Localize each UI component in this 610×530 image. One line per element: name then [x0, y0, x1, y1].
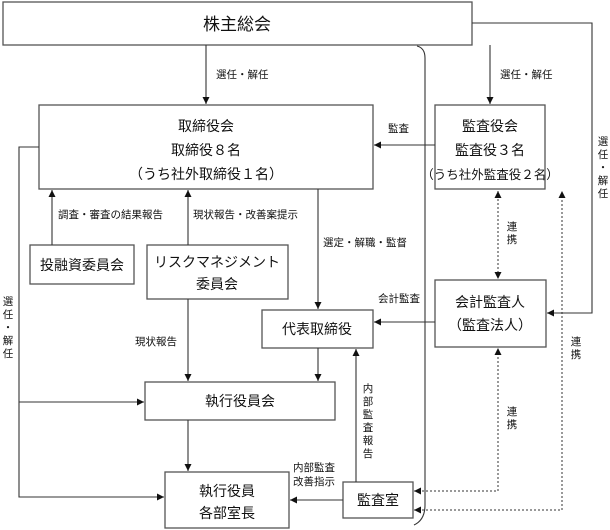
svg-text:携: 携 — [571, 348, 582, 361]
department-heads-label: 各部室長 — [199, 505, 255, 522]
board-title: 取締役会 — [178, 118, 234, 135]
svg-text:任: 任 — [598, 187, 609, 200]
node-shareholders-meeting: 株主総会 — [2, 1, 473, 46]
node-executive-officers-meeting: 執行役員会 — [144, 381, 336, 421]
edge-shareholders-to-accounting-auditor — [472, 22, 593, 317]
node-accounting-auditor: 会計監査人 （監査法人） — [434, 279, 547, 348]
node-board-of-directors: 取締役会 取締役８名 （うち社外取締役１名） — [38, 104, 374, 190]
svg-text:監: 監 — [363, 408, 374, 421]
svg-text:解: 解 — [3, 334, 14, 347]
label-cooperation-2: 連 携 — [507, 405, 518, 431]
svg-text:解: 解 — [598, 174, 609, 187]
edge-audit-board-audit-office-cooperation — [414, 191, 566, 514]
node-audit-board: 監査役会 監査役３名 （うち社外監査役２名） — [421, 104, 559, 190]
label-elect-dismiss-board: 選任・解任 — [216, 68, 269, 81]
audit-board-count: 監査役３名 — [455, 142, 525, 159]
svg-text:部: 部 — [363, 395, 374, 408]
risk-committee-label-2: 委員会 — [196, 277, 238, 293]
edge-board-to-executive-heads — [18, 146, 164, 501]
board-outside-count: （うち社外取締役１名） — [129, 166, 283, 183]
node-executive-officers-heads: 執行役員 各部室長 — [164, 471, 290, 529]
svg-text:選: 選 — [3, 295, 14, 308]
svg-text:連: 連 — [571, 335, 582, 348]
label-appoint-dismiss-supervise: 選定・解職・監督 — [323, 236, 407, 249]
label-elect-dismiss-accounting: 選 任 ・ 解 任 — [598, 135, 609, 200]
label-elect-dismiss-exec: 選 任 ・ 解 任 — [3, 295, 14, 360]
label-cooperation-3: 連 携 — [571, 335, 582, 361]
accounting-auditor-label-1: 会計監査人 — [455, 294, 525, 311]
investment-committee-label: 投融資委員会 — [40, 258, 124, 274]
label-elect-dismiss-audit: 選任・解任 — [500, 68, 553, 81]
svg-text:携: 携 — [507, 418, 518, 431]
label-status-report-improvement: 現状報告・改善案提示 — [193, 208, 298, 221]
svg-text:携: 携 — [507, 233, 518, 246]
shareholders-meeting-label: 株主総会 — [203, 15, 271, 35]
audit-office-label: 監査室 — [357, 492, 399, 509]
label-accounting-audit: 会計監査 — [378, 292, 420, 305]
accounting-auditor-label-2: （監査法人） — [448, 317, 532, 334]
label-status-report: 現状報告 — [135, 335, 177, 348]
node-investment-committee: 投融資委員会 — [29, 244, 135, 285]
svg-text:任: 任 — [3, 308, 14, 321]
audit-board-outside-count: （うち社外監査役２名） — [421, 167, 559, 182]
node-audit-office: 監査室 — [342, 481, 414, 519]
node-risk-committee: リスクマネジメント 委員会 — [146, 244, 289, 300]
audit-board-title: 監査役会 — [462, 118, 518, 135]
node-representative-director: 代表取締役 — [261, 309, 374, 349]
board-count: 取締役８名 — [171, 142, 241, 159]
risk-committee-label-1: リスクマネジメント — [154, 255, 280, 271]
svg-text:・: ・ — [3, 322, 14, 334]
label-investigation-report: 調査・審査の結果報告 — [58, 208, 163, 221]
svg-text:告: 告 — [363, 447, 374, 460]
edge-accounting-audit-office-cooperation — [414, 348, 502, 495]
bracket-audit-group — [413, 45, 426, 526]
svg-text:連: 連 — [507, 405, 518, 418]
label-internal-audit-instruction-2: 改善指示 — [293, 475, 335, 488]
representative-director-label: 代表取締役 — [282, 321, 352, 338]
label-internal-audit-report: 内 部 監 査 報 告 — [363, 382, 374, 460]
svg-text:任: 任 — [3, 347, 14, 360]
executive-officers-label: 執行役員 — [199, 484, 255, 500]
svg-text:・: ・ — [598, 162, 609, 174]
svg-text:選: 選 — [598, 135, 609, 148]
label-cooperation-1: 連 携 — [507, 220, 518, 246]
svg-text:連: 連 — [507, 220, 518, 233]
svg-text:内: 内 — [363, 382, 374, 395]
svg-text:査: 査 — [363, 421, 374, 434]
svg-text:任: 任 — [598, 148, 609, 161]
executive-officers-meeting-label: 執行役員会 — [205, 394, 275, 410]
svg-text:報: 報 — [363, 435, 374, 447]
label-audit: 監査 — [388, 122, 409, 135]
label-internal-audit-instruction-1: 内部監査 — [293, 461, 335, 474]
